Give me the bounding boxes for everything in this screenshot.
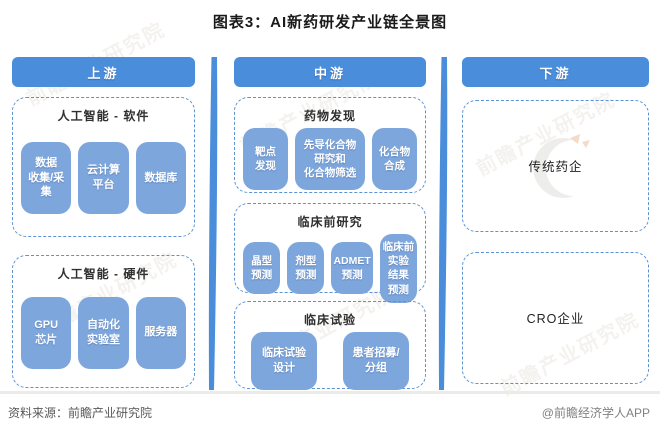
label-traditional-pharma: 传统药企 [528, 159, 583, 174]
section-clinical-trial: 临床试验 临床试验 设计 患者招募/ 分组 [234, 301, 426, 390]
item-data-collection: 数据 收集/采集 [21, 142, 72, 214]
section-title-ai-hardware: 人工智能 - 硬件 [57, 267, 150, 281]
section-title-preclinical: 临床前研究 [297, 215, 363, 229]
item-row: GPU 芯片 自动化 实验室 服务器 [21, 286, 186, 379]
item-row: 数据 收集/采集 云计算 平台 数据库 [21, 128, 186, 228]
section-traditional-pharma: 传统药企 [462, 100, 649, 232]
column-header-midstream: 中游 [234, 57, 426, 87]
section-title-clinical-trial: 临床试验 [303, 313, 356, 327]
item-lead-compound: 先导化合物 研究和 化合物筛选 [294, 128, 366, 190]
item-preclinical-result-prediction: 临床前 实验 结果 预测 [379, 234, 417, 303]
item-crystal-prediction: 晶型 预测 [243, 242, 281, 295]
item-cloud-computing: 云计算 平台 [78, 142, 129, 214]
item-admet-prediction: ADMET 预测 [331, 242, 373, 295]
section-title-drug-discovery: 药物发现 [303, 109, 356, 123]
item-target-discovery: 靶点 发现 [243, 128, 288, 190]
section-ai-hardware: 人工智能 - 硬件 GPU 芯片 自动化 实验室 服务器 [12, 255, 195, 388]
section-preclinical-research: 临床前研究 晶型 预测 剂型 预测 ADMET 预测 临床前 实验 结果 预测 [234, 203, 426, 303]
column-midstream: 中游 药物发现 靶点 发现 先导化合物 研究和 化合物筛选 化合物 合成 临床前… [234, 57, 426, 390]
item-database: 数据库 [135, 142, 186, 214]
item-patient-recruitment: 患者招募/ 分组 [343, 332, 409, 390]
item-row: 临床试验 设计 患者招募/ 分组 [243, 332, 417, 390]
label-cro-enterprise: CRO企业 [526, 311, 585, 326]
section-cro-enterprise: CRO企业 [462, 252, 649, 384]
column-downstream: 下游 传统药企 CRO企业 [462, 57, 649, 384]
column-header-upstream: 上游 [12, 57, 195, 87]
column-upstream: 上游 人工智能 - 软件 数据 收集/采集 云计算 平台 数据库 人工智能 - … [12, 57, 195, 388]
item-formulation-prediction: 剂型 预测 [287, 242, 325, 295]
page-title: 图表3：AI新药研发产业链全景图 [212, 14, 448, 31]
item-compound-synthesis: 化合物 合成 [372, 128, 417, 190]
app-credit-label: @前瞻经济学人APP [541, 406, 650, 420]
item-trial-design: 临床试验 设计 [251, 332, 317, 390]
item-automated-lab: 自动化 实验室 [78, 296, 129, 369]
column-header-downstream: 下游 [462, 57, 649, 87]
item-row: 晶型 预测 剂型 预测 ADMET 预测 临床前 实验 结果 预测 [243, 234, 417, 303]
column-divider [438, 57, 448, 390]
section-drug-discovery: 药物发现 靶点 发现 先导化合物 研究和 化合物筛选 化合物 合成 [234, 97, 426, 193]
source-label: 资料来源：前瞻产业研究院 [8, 406, 153, 420]
item-server: 服务器 [135, 296, 186, 369]
section-title-ai-software: 人工智能 - 软件 [57, 109, 150, 123]
item-row: 靶点 发现 先导化合物 研究和 化合物筛选 化合物 合成 [243, 128, 417, 190]
item-gpu-chip: GPU 芯片 [21, 296, 72, 369]
bottom-divider-line [0, 391, 660, 394]
column-divider [208, 57, 218, 390]
section-ai-software: 人工智能 - 软件 数据 收集/采集 云计算 平台 数据库 [12, 97, 195, 237]
